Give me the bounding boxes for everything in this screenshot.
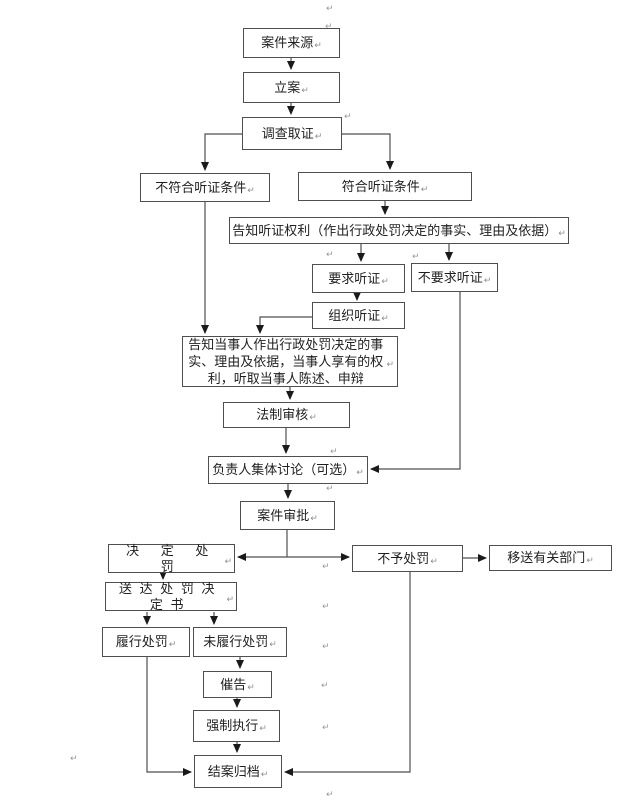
- paragraph-mark-icon: ↵: [325, 21, 333, 31]
- return-mark-icon: ↵: [226, 593, 234, 604]
- return-mark-icon: ↵: [224, 555, 232, 566]
- box-label: 案件审批: [257, 507, 310, 523]
- box-no-penalty: 不予处罚↵: [352, 545, 463, 572]
- box-label: 不予处罚: [377, 550, 430, 566]
- box-enforcement: 强制执行↵: [193, 710, 280, 742]
- paragraph-mark-icon: ↵: [322, 722, 330, 732]
- paragraph-mark-icon: ↵: [322, 561, 330, 571]
- return-mark-icon: ↵: [386, 358, 394, 369]
- box-label: 告知当事人作出行政处罚决定的事实、理由及依据，当事人享有的权利，听取当事人陈述、…: [188, 337, 384, 386]
- return-mark-icon: ↵: [381, 275, 389, 286]
- paragraph-mark-icon: ↵: [412, 251, 420, 261]
- box-label: 履行处罚: [115, 634, 168, 649]
- box-label: 强制执行: [206, 718, 259, 733]
- connector-investigation-to-qualified: [342, 133, 394, 170]
- box-label: 调查取证: [261, 125, 314, 141]
- box-case-source: 案件来源↵: [243, 28, 340, 58]
- connector-investigation-to-not-qualified: [201, 133, 242, 171]
- return-mark-icon: ↵: [586, 555, 594, 565]
- box-label: 符合听证条件: [341, 178, 420, 194]
- paragraph-mark-icon: ↵: [326, 249, 334, 259]
- connector-fulfill-to-close: [146, 657, 192, 776]
- box-organize-hearing: 组织听证↵: [312, 302, 405, 329]
- box-request-hearing: 要求听证↵: [312, 264, 405, 293]
- box-no-request-hearing: 不要求听证↵: [411, 263, 498, 292]
- box-close-archive: 结案归档↵: [194, 755, 282, 788]
- box-label: 送 达 处 罚 决 定 书: [119, 580, 223, 612]
- box-label: 告知听证权利（作出行政处罚决定的事实、理由及依据）: [232, 222, 558, 238]
- return-mark-icon: ↵: [269, 639, 277, 649]
- paragraph-mark-icon: ↵: [322, 601, 330, 611]
- box-fulfill-penalty: 履行处罚↵: [102, 627, 190, 657]
- box-collective-discussion: 负责人集体讨论（可选）↵: [208, 456, 368, 484]
- return-mark-icon: ↵: [301, 84, 309, 95]
- paragraph-mark-icon: ↵: [322, 641, 330, 651]
- return-mark-icon: ↵: [356, 467, 364, 477]
- box-not-qualified: 不符合听证条件↵: [140, 173, 270, 202]
- box-case-approval: 案件审批↵: [240, 501, 335, 530]
- box-label: 案件来源: [261, 35, 314, 50]
- paragraph-mark-icon: ↵: [326, 789, 334, 799]
- box-deliver-decision: 送 达 处 罚 决 定 书↵: [105, 580, 237, 612]
- box-decide-penalty: 决 定 处 罚↵: [108, 542, 235, 574]
- box-filing: 立案↵: [243, 72, 340, 103]
- connector-no-request-to-discussion: [370, 292, 461, 473]
- box-label: 结案归档: [207, 763, 260, 779]
- return-mark-icon: ↵: [430, 555, 438, 566]
- connector-no-penalty-to-close: [284, 572, 411, 776]
- box-label: 决 定 处 罚: [126, 542, 230, 574]
- paragraph-mark-icon: ↵: [344, 111, 352, 121]
- return-mark-icon: ↵: [558, 227, 566, 238]
- return-mark-icon: ↵: [420, 183, 429, 194]
- return-mark-icon: ↵: [314, 40, 322, 50]
- box-investigation: 调查取证↵: [242, 117, 342, 150]
- box-label: 负责人集体讨论（可选）: [212, 462, 356, 477]
- box-qualified: 符合听证条件↵: [298, 172, 472, 201]
- paragraph-mark-icon: ↵: [70, 753, 78, 763]
- box-inform-hearing-right: 告知听证权利（作出行政处罚决定的事实、理由及依据）↵: [229, 217, 569, 244]
- box-transfer-dept: 移送有关部门↵: [489, 545, 612, 571]
- box-label: 立案: [274, 79, 301, 95]
- paragraph-mark-icon: ↵: [326, 3, 334, 13]
- return-mark-icon: ↵: [381, 312, 389, 323]
- return-mark-icon: ↵: [483, 274, 492, 285]
- box-label: 组织听证: [328, 307, 381, 323]
- box-urge-notice: 催告↵: [203, 671, 272, 698]
- box-label: 法制审核: [256, 407, 309, 422]
- box-label: 不要求听证: [417, 269, 483, 285]
- box-inform-party: 告知当事人作出行政处罚决定的事实、理由及依据，当事人享有的权利，听取当事人陈述、…: [182, 336, 398, 387]
- paragraph-mark-icon: ↵: [326, 483, 334, 493]
- box-label: 移送有关部门: [507, 550, 586, 565]
- box-label: 不符合听证条件: [155, 179, 247, 195]
- box-label: 未履行处罚: [203, 634, 269, 649]
- return-mark-icon: ↵: [247, 681, 255, 692]
- return-mark-icon: ↵: [310, 512, 318, 523]
- box-label: 催告: [220, 676, 247, 692]
- return-mark-icon: ↵: [309, 412, 317, 422]
- paragraph-mark-icon: ↵: [330, 446, 338, 456]
- paragraph-mark-icon: ↵: [321, 680, 329, 690]
- box-label: 要求听证: [328, 270, 381, 286]
- box-not-fulfill-penalty: 未履行处罚↵: [193, 627, 287, 657]
- box-legal-review: 法制审核↵: [223, 402, 350, 428]
- return-mark-icon: ↵: [247, 184, 255, 195]
- return-mark-icon: ↵: [168, 639, 177, 649]
- connector-organize-to-inform-party: [256, 316, 312, 334]
- return-mark-icon: ↵: [314, 130, 323, 141]
- return-mark-icon: ↵: [260, 768, 269, 779]
- return-mark-icon: ↵: [259, 723, 267, 733]
